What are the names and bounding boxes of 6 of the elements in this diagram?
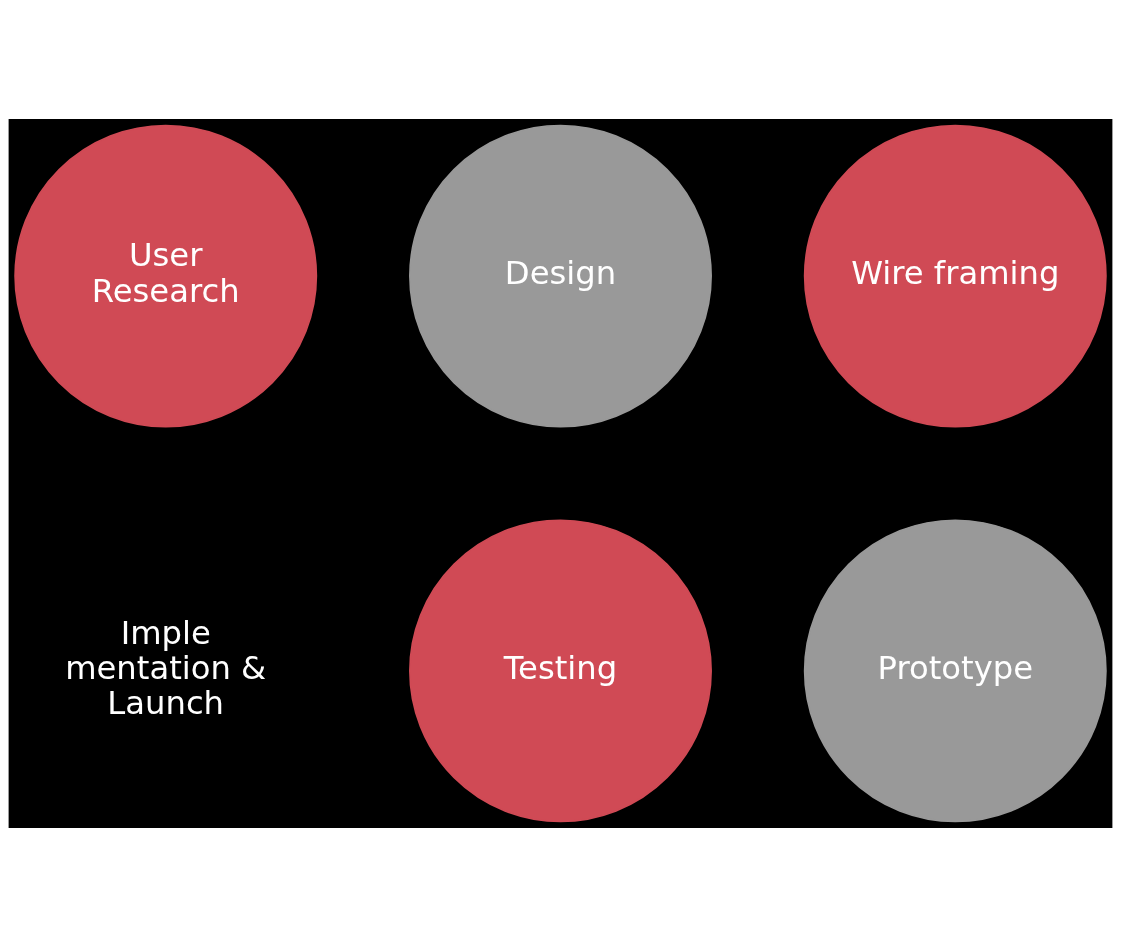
node-circle: Prototype [803,519,1107,823]
node-circle: User Research [14,124,318,428]
node-circle: Wire framing [803,124,1107,428]
node-text: Imple mentation & Launch [65,613,267,723]
node-circle: Design [409,124,712,428]
node-circle: Testing [409,519,712,823]
